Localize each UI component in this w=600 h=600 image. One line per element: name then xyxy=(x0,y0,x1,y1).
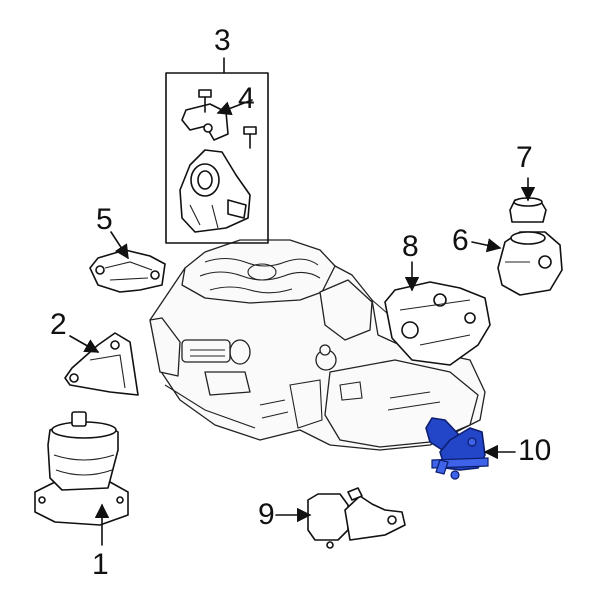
callout-2: 2 xyxy=(50,308,67,341)
part-10-mount-highlighted xyxy=(425,417,489,480)
part-5-bracket xyxy=(89,249,166,293)
part-7-cap xyxy=(509,197,547,223)
part-4-bracket xyxy=(181,89,257,149)
callout-6: 6 xyxy=(452,224,469,257)
callout-10: 10 xyxy=(518,434,552,467)
callout-4: 4 xyxy=(238,82,255,115)
callout-7: 7 xyxy=(516,141,533,174)
part-1-mount xyxy=(34,411,129,526)
callout-9: 9 xyxy=(258,498,275,531)
callout-8: 8 xyxy=(402,230,419,263)
leader-5 xyxy=(110,231,129,260)
mount-assembly-box xyxy=(165,72,269,244)
leader-6 xyxy=(471,238,502,253)
part-9-mount xyxy=(307,487,406,549)
part-2-bracket xyxy=(64,332,139,396)
callout-3: 3 xyxy=(214,24,231,57)
part-6-mount xyxy=(497,231,563,296)
part-3-mount xyxy=(179,149,251,233)
leader-4 xyxy=(216,99,253,116)
callout-1: 1 xyxy=(92,548,109,581)
leader-2 xyxy=(69,335,100,353)
callout-5: 5 xyxy=(96,203,113,236)
